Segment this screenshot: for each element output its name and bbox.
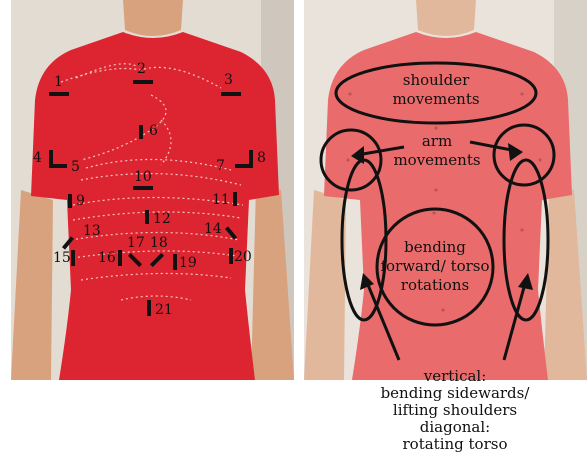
sensor-marker-3 xyxy=(221,92,241,96)
sensor-label-20: 20 xyxy=(234,249,252,265)
sensor-label-14: 14 xyxy=(204,221,222,237)
sensor-label-1: 1 xyxy=(54,74,63,90)
sensor-marker-10 xyxy=(133,186,153,190)
sensor-label-5: 5 xyxy=(71,159,80,175)
sensor-label-16: 16 xyxy=(98,250,116,266)
right-panel-neck xyxy=(416,0,476,36)
arm-label-line1: arm xyxy=(422,132,452,150)
sensor-marker-2 xyxy=(133,80,153,84)
sensor-label-13: 13 xyxy=(83,223,101,239)
sensor-marker-20 xyxy=(229,248,233,264)
sensor-label-9: 9 xyxy=(76,193,85,209)
sensor-label-11: 11 xyxy=(212,192,230,208)
bending-label-line3: rotations xyxy=(401,276,469,294)
left-shirt-photo: 1 2 3 4 5 6 7 8 9 10 11 12 13 14 15 16 1… xyxy=(11,0,294,380)
sensor-label-10: 10 xyxy=(134,169,152,185)
caption-line-1: vertical: xyxy=(330,368,580,385)
sensor-marker-1 xyxy=(49,92,69,96)
left-photo-panel: 1 2 3 4 5 6 7 8 9 10 11 12 13 14 15 16 1… xyxy=(11,0,294,380)
right-photo-panel: shoulder movements arm movements bending… xyxy=(304,0,587,380)
sensor-marker-15 xyxy=(71,250,75,266)
sensor-label-18: 18 xyxy=(150,235,168,251)
sensor-label-19: 19 xyxy=(179,255,197,271)
caption-line-4: diagonal: xyxy=(330,419,580,436)
bending-label-line2: forward/ torso xyxy=(380,257,489,275)
right-shirt-diagram: shoulder movements arm movements bending… xyxy=(304,0,587,380)
sensor-label-4: 4 xyxy=(33,150,42,166)
sensor-label-7: 7 xyxy=(216,158,225,174)
sensor-marker-12 xyxy=(145,210,149,224)
sensor-marker-16 xyxy=(118,250,122,266)
caption-line-3: lifting shoulders xyxy=(330,402,580,419)
movement-caption: vertical: bending sidewards/ lifting sho… xyxy=(330,368,580,453)
sensor-marker-21 xyxy=(147,300,151,316)
sensor-label-6: 6 xyxy=(149,123,158,139)
sensor-label-15: 15 xyxy=(53,250,71,266)
sensor-marker-19 xyxy=(173,254,177,270)
sensor-label-21: 21 xyxy=(155,302,173,318)
sensor-marker-9 xyxy=(68,194,72,208)
neck xyxy=(123,0,183,36)
sensor-label-12: 12 xyxy=(153,211,171,227)
sensor-marker-6 xyxy=(139,125,143,139)
sensor-label-3: 3 xyxy=(224,72,233,88)
caption-line-2: bending sidewards/ xyxy=(330,385,580,402)
sensor-label-17: 17 xyxy=(127,235,145,251)
sensor-marker-11 xyxy=(233,192,237,206)
shoulder-label-line1: shoulder xyxy=(403,71,470,89)
shoulder-label-line2: movements xyxy=(392,90,479,108)
arm-label-line2: movements xyxy=(393,151,480,169)
caption-line-5: rotating torso xyxy=(330,436,580,453)
sensor-label-8: 8 xyxy=(257,150,266,166)
sensor-label-2: 2 xyxy=(137,61,146,77)
bending-label-line1: bending xyxy=(404,238,466,256)
